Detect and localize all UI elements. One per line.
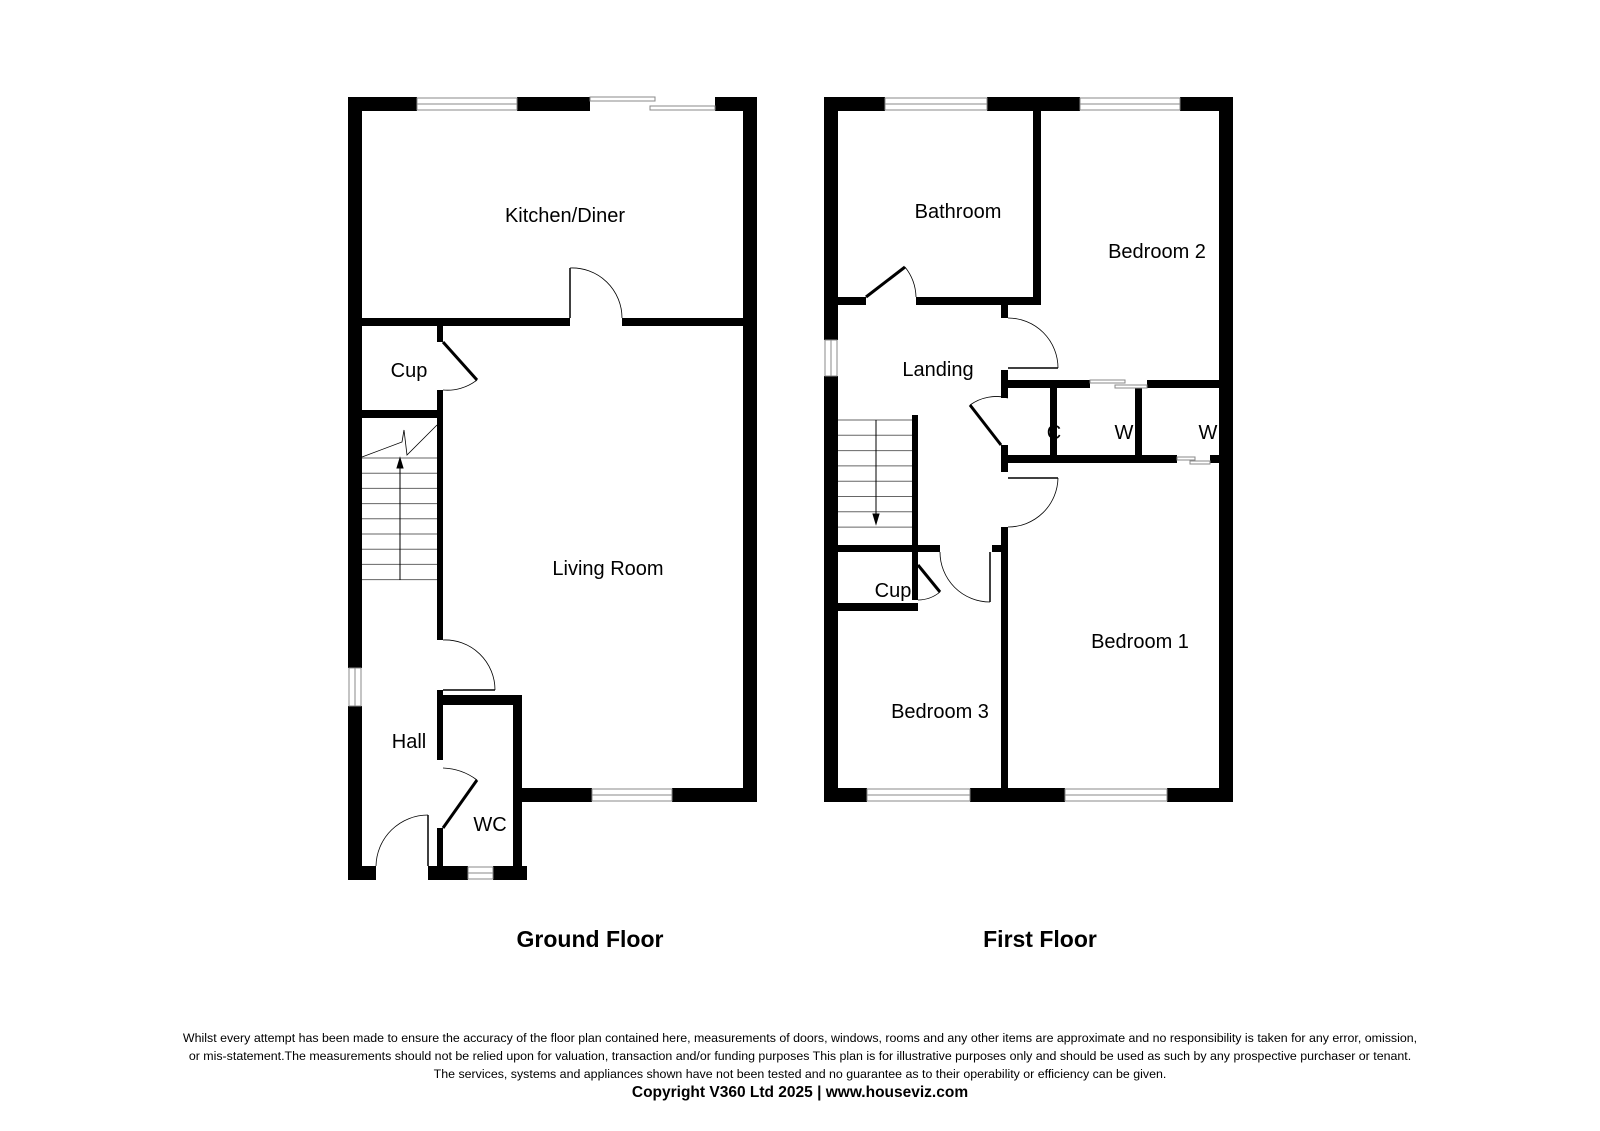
door-leaf [968,404,1003,446]
wall [838,603,918,611]
wall [348,97,417,111]
room-label-c: C [1047,422,1061,444]
sliding-door [589,96,656,102]
sliding-door [1189,460,1211,465]
wall [513,788,530,802]
room-label-hall: Hall [392,731,426,753]
wall [348,866,376,880]
door-leaf [441,779,479,829]
wall [912,415,918,600]
sliding-door [1089,379,1126,384]
room-label-bedroom3: Bedroom 3 [891,701,989,723]
sliding-door [1176,456,1196,461]
sliding-door [1114,384,1148,389]
wall [1001,527,1008,788]
wall [1001,380,1090,388]
disclaimer-line-3: The services, systems and appliances sho… [433,1067,1167,1081]
wall [824,97,885,111]
room-label-kitchen: Kitchen/Diner [505,205,625,227]
door-swing [442,767,478,781]
room-label-bedroom2: Bedroom 2 [1108,241,1206,263]
wall [443,695,522,705]
wall [437,326,443,342]
wall [348,706,362,880]
door-swing [904,266,917,298]
wall [362,410,443,418]
wall [1001,455,1177,463]
wall [1219,97,1233,802]
fixtures [348,96,1211,880]
wall [493,866,527,880]
room-label-cupboard: Cup [391,360,428,382]
wall [992,545,1001,552]
door-swing [375,814,429,867]
door-leaf [441,340,479,382]
wall [513,695,522,880]
wall [1210,455,1219,463]
wall [916,297,1041,305]
room-label-cup-first: Cup [875,580,912,602]
wall [1001,445,1008,472]
wall [838,297,866,305]
floor-title-ground: Ground Floor [517,926,664,952]
wall [1033,111,1041,305]
stair-break-line [361,424,438,458]
disclaimer-line-2: or mis-statement.The measurements should… [188,1049,1412,1063]
walls [348,97,1233,880]
wall [437,390,443,640]
wall [1050,388,1057,455]
wall [824,376,838,802]
door-swing [569,267,623,319]
wall [743,97,757,802]
wall [970,788,1065,802]
wall [987,97,1080,111]
stair-arrow-icon [872,513,880,526]
door-leaf [865,265,906,299]
sliding-door [649,105,716,111]
wall [824,788,867,802]
room-label-w2: W [1199,422,1218,444]
wall [1167,788,1233,802]
wall [622,318,743,326]
wall [515,788,592,802]
room-label-w1: W [1115,422,1134,444]
room-label-wc: WC [473,814,506,836]
room-label-landing: Landing [902,359,973,381]
wall [1135,388,1142,455]
wall [362,318,570,326]
floor-title-first: First Floor [983,926,1097,952]
wall [824,97,838,340]
wall [1001,305,1008,318]
wall [672,788,757,802]
door-swing [917,591,941,601]
door-swing [939,551,991,603]
door-swing [442,639,496,691]
wall [348,97,362,668]
wall [1147,380,1219,388]
room-label-bathroom: Bathroom [915,201,1002,223]
door-swing [969,396,1009,406]
room-label-bedroom1: Bedroom 1 [1091,631,1189,653]
wall [838,545,940,552]
door-leaf [916,564,942,593]
wall [437,690,443,760]
wall [437,828,443,880]
stair-arrow-icon [396,456,404,469]
door-swing [1007,477,1059,528]
room-label-living: Living Room [552,558,663,580]
wall [428,866,468,880]
wall [517,97,590,111]
copyright: Copyright V360 Ltd 2025 | www.houseviz.c… [631,1084,969,1101]
disclaimer-line-1: Whilst every attempt has been made to en… [182,1031,1418,1045]
door-swing [1007,317,1059,369]
door-swing [442,379,478,391]
